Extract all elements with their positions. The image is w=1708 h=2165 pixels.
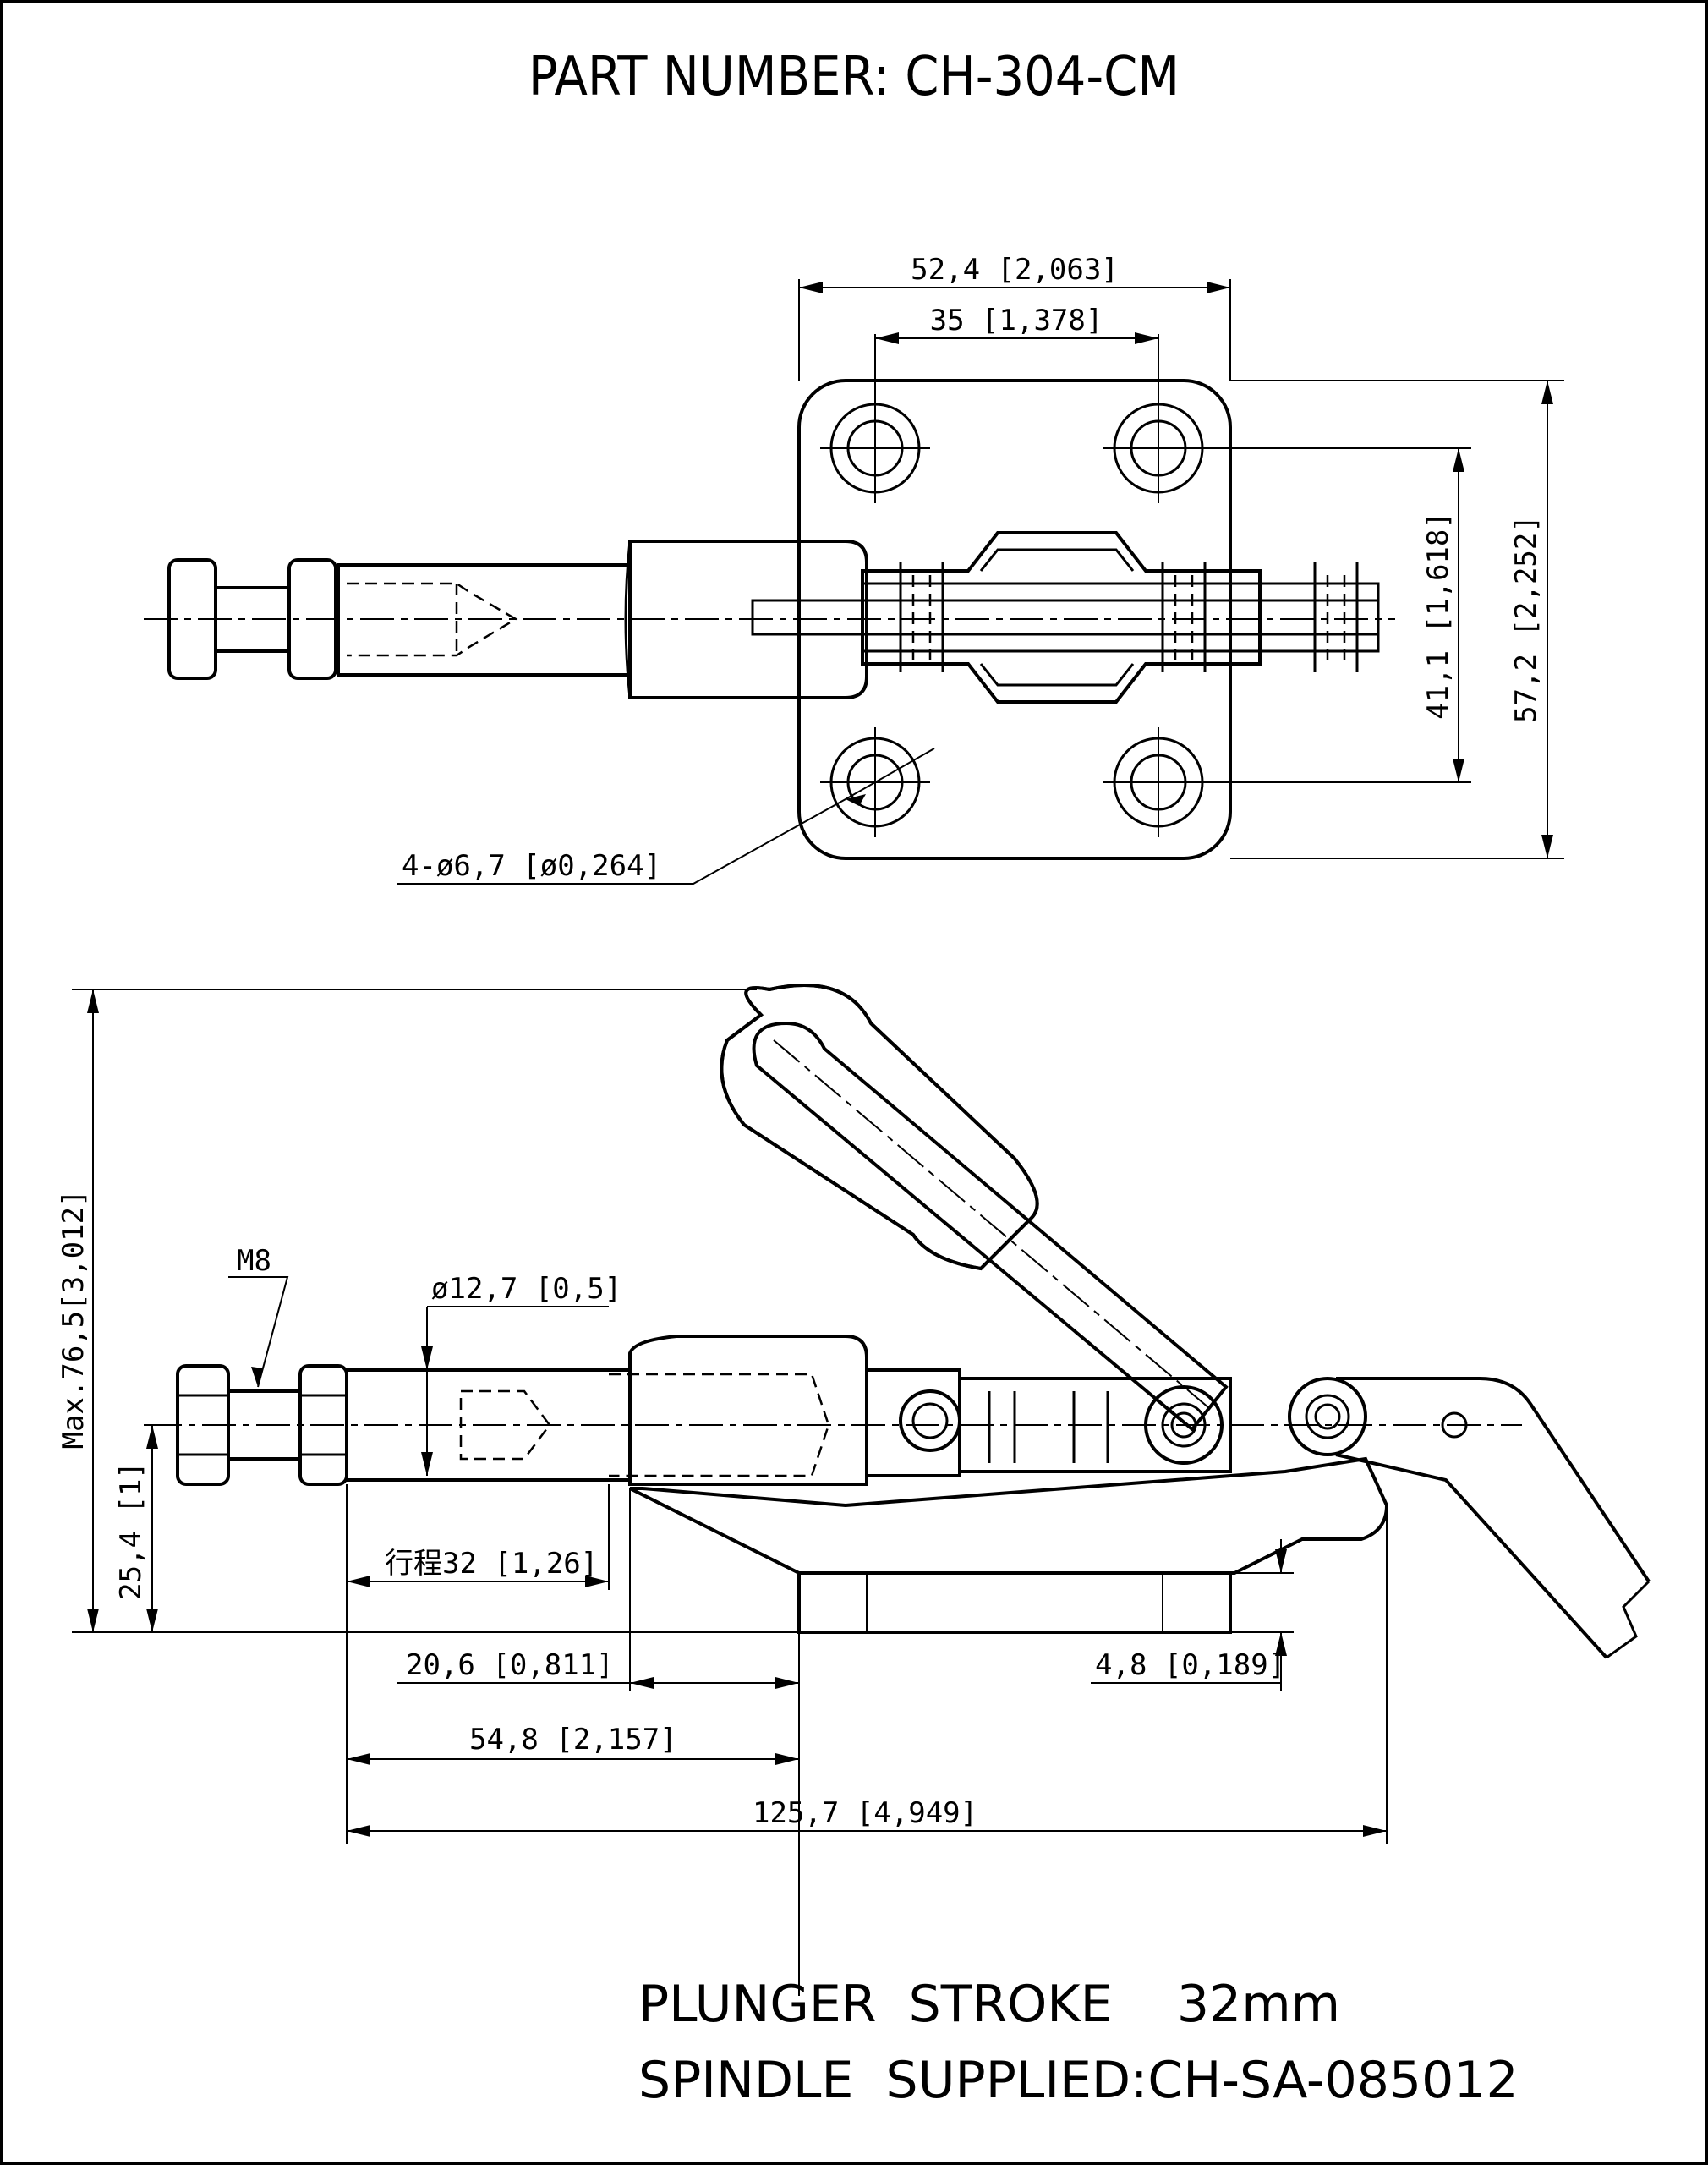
clamp-body xyxy=(629,1456,1389,1575)
dim-plunger-diameter: ø12,7 [0,5] xyxy=(431,1272,621,1306)
dim-hole-spacing-x: 35 [1,378] xyxy=(930,304,1103,337)
dim-hole-spacing-y: 41,1 [1,618] xyxy=(1421,512,1455,720)
note-spindle-supplied: SPINDLE SUPPLIED:CH-SA-085012 xyxy=(638,2051,1519,2110)
dim-54-8: 54,8 [2,157] xyxy=(469,1723,677,1757)
pivot-pin-1 xyxy=(899,1389,961,1452)
dim-stroke: 行程32 [1,26] xyxy=(385,1547,598,1581)
part-number-title: PART NUMBER: CH-304-CM xyxy=(528,46,1180,108)
dim-overall-width: 52,4 [2,063] xyxy=(911,253,1119,287)
base-flange xyxy=(797,1571,1232,1634)
pivot-pin-3 xyxy=(1288,1377,1367,1456)
thread-label-m8: M8 xyxy=(237,1244,271,1278)
dim-base-thickness: 4,8 [0,189] xyxy=(1095,1648,1285,1682)
handle-grip xyxy=(720,984,1039,1271)
top-view: 52,4 [2,063] 35 [1,378] 41,1 [1,618] 57,… xyxy=(144,253,1564,885)
linkage-housing xyxy=(861,531,1262,704)
dim-hole-diameter: 4-ø6,7 [ø0,264] xyxy=(402,849,661,883)
side-view: M8 ø12,7 [0,5] Max.76,5[3,012] 25,4 [1] … xyxy=(57,984,1651,1996)
note-plunger-stroke: PLUNGER STROKE 32mm xyxy=(638,1975,1340,2034)
plunger-rod-top xyxy=(751,599,1380,636)
dim-20-6: 20,6 [0,811] xyxy=(406,1648,614,1682)
dim-overall-height: 57,2 [2,252] xyxy=(1509,515,1543,723)
dim-center-height: 25,4 [1] xyxy=(114,1461,148,1600)
plunger-body-side xyxy=(628,1335,868,1486)
plunger-body-top xyxy=(628,540,868,699)
mounting-holes xyxy=(820,393,1213,837)
handle-lever xyxy=(752,1021,1229,1432)
dim-max-height: Max.76,5[3,012] xyxy=(57,1189,90,1449)
dim-total-length: 125,7 [4,949] xyxy=(753,1796,977,1830)
